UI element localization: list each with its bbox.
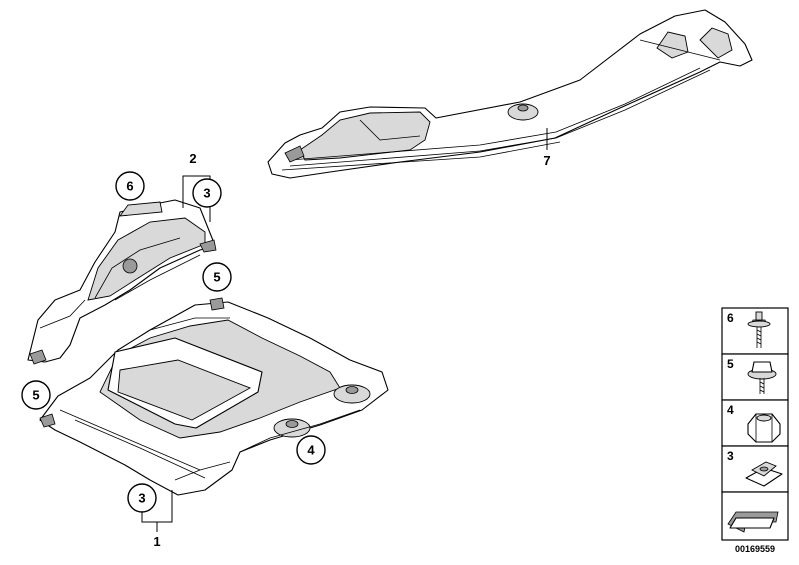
part-1-underbody-shield <box>39 297 389 496</box>
svg-text:4: 4 <box>307 443 315 458</box>
svg-text:4: 4 <box>727 403 734 417</box>
part-7-label: 7 <box>543 153 550 168</box>
svg-text:3: 3 <box>138 491 145 506</box>
reference-number: 00169559 <box>735 544 775 554</box>
svg-text:5: 5 <box>32 388 39 403</box>
legend-arrow <box>721 491 789 541</box>
svg-text:6: 6 <box>727 311 734 325</box>
callout-4: 4 <box>296 435 326 465</box>
legend-item-5: 5 <box>721 353 789 401</box>
svg-text:5: 5 <box>727 357 734 371</box>
svg-text:5: 5 <box>213 270 220 285</box>
callout-3-top: 3 <box>192 178 222 208</box>
part-1-label: 1 <box>153 534 160 549</box>
legend-item-4: 4 <box>721 399 789 447</box>
legend-item-6: 6 <box>721 307 789 355</box>
svg-text:3: 3 <box>727 449 734 463</box>
svg-text:3: 3 <box>203 186 210 201</box>
part-7-heat-shield <box>267 9 753 179</box>
legend-item-3: 3 <box>721 445 789 493</box>
callout-6: 6 <box>115 171 145 201</box>
fastener-legend: 6 5 4 3 <box>721 307 789 541</box>
callout-5-top: 5 <box>202 262 232 292</box>
svg-text:6: 6 <box>126 179 133 194</box>
callout-3-bottom: 3 <box>127 483 157 513</box>
callout-5-left: 5 <box>21 380 51 410</box>
part-2-side-shield <box>27 199 217 365</box>
part-2-label: 2 <box>189 151 196 166</box>
